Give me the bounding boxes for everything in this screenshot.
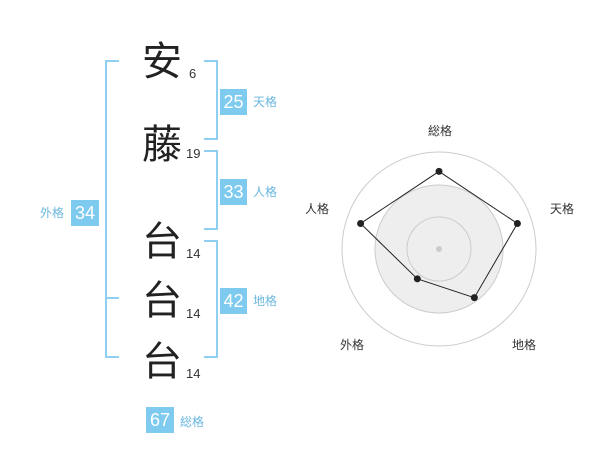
name-char-2: 藤: [142, 122, 182, 168]
gaikaku-label: 外格: [40, 206, 65, 220]
outer-bracket: [105, 60, 119, 358]
name-char-3: 台: [142, 219, 182, 265]
chikaku-bracket: [204, 240, 218, 358]
radar-point-2: [513, 220, 521, 228]
jinkaku-label: 人格: [253, 185, 278, 199]
radar-axis-label-chikaku: 地格: [512, 338, 537, 352]
jinkaku-value: 33: [220, 179, 247, 205]
name-char-4: 台: [142, 278, 182, 324]
radar-point-1: [435, 167, 443, 175]
soukaku-label: 総格: [180, 415, 205, 429]
radar-axis-label-tenkaku: 天格: [550, 202, 575, 216]
stroke-count-3: 14: [186, 246, 201, 261]
stroke-count-5: 14: [186, 366, 201, 381]
name-char-1: 安: [142, 39, 182, 85]
jinkaku-bracket: [204, 150, 218, 230]
stroke-count-2: 19: [186, 146, 201, 161]
outer-bracket-divider: [105, 297, 119, 299]
radar-axis-label-jinkaku: 人格: [305, 202, 330, 216]
tenkaku-label: 天格: [253, 95, 278, 109]
stroke-count-4: 14: [186, 306, 201, 321]
soukaku-value: 67: [146, 407, 174, 433]
chikaku-value: 42: [220, 288, 247, 314]
tenkaku-bracket: [204, 60, 218, 140]
radar-center-dot: [436, 246, 442, 252]
chikaku-label: 地格: [253, 294, 278, 308]
radar-point-5: [357, 220, 365, 228]
gaikaku-value: 34: [71, 200, 99, 226]
tenkaku-value: 25: [220, 89, 247, 115]
radar-series-outline: [359, 170, 519, 299]
radar-point-4: [413, 275, 421, 283]
radar-ring-3: [341, 151, 537, 347]
name-char-5: 台: [142, 339, 182, 385]
stroke-count-1: 6: [189, 66, 197, 81]
radar-point-3: [470, 294, 478, 302]
radar-axis-label-soukaku: 総格: [428, 124, 453, 138]
radar-axis-label-gaikaku: 外格: [340, 338, 365, 352]
radar-ring-1: [406, 216, 472, 282]
